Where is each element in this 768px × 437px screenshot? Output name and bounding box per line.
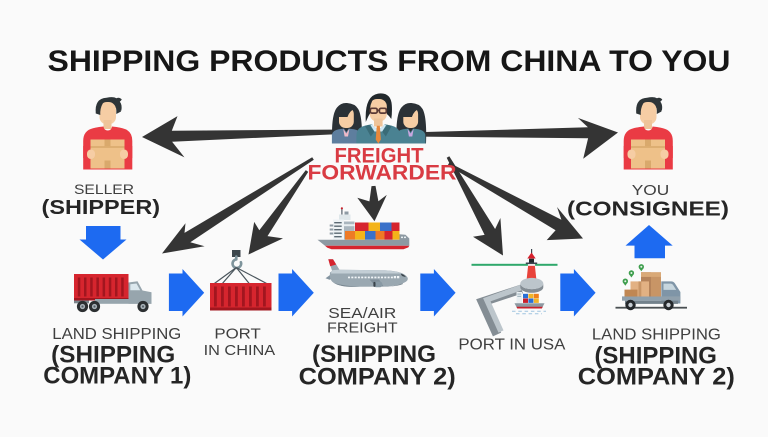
svg-text:COMPANY 1): COMPANY 1) <box>43 363 191 390</box>
svg-text:(CONSIGNEE): (CONSIGNEE) <box>567 198 729 221</box>
svg-text:FORWARDER: FORWARDER <box>308 162 457 185</box>
svg-text:LAND SHIPPING: LAND SHIPPING <box>592 327 721 344</box>
svg-text:SELLER: SELLER <box>74 181 134 197</box>
svg-text:LAND SHIPPING: LAND SHIPPING <box>52 326 181 343</box>
svg-text:IN CHINA: IN CHINA <box>204 342 276 359</box>
svg-text:(SHIPPING: (SHIPPING <box>594 343 717 370</box>
svg-text:(SHIPPING: (SHIPPING <box>51 342 175 369</box>
svg-text:SHIPPING PRODUCTS FROM CHINA T: SHIPPING PRODUCTS FROM CHINA TO YOU <box>48 45 731 78</box>
svg-text:COMPANY 2): COMPANY 2) <box>578 364 735 391</box>
svg-text:PORT: PORT <box>214 326 261 343</box>
svg-text:(SHIPPING: (SHIPPING <box>312 341 436 368</box>
svg-text:FREIGHT: FREIGHT <box>327 320 398 337</box>
svg-text:SEA/AIR: SEA/AIR <box>328 305 396 322</box>
svg-text:COMPANY 2): COMPANY 2) <box>299 364 456 391</box>
svg-text:FREIGHT: FREIGHT <box>335 145 424 168</box>
svg-text:PORT IN USA: PORT IN USA <box>458 337 565 354</box>
svg-text:(SHIPPER): (SHIPPER) <box>42 197 161 219</box>
svg-text:YOU: YOU <box>632 183 670 199</box>
